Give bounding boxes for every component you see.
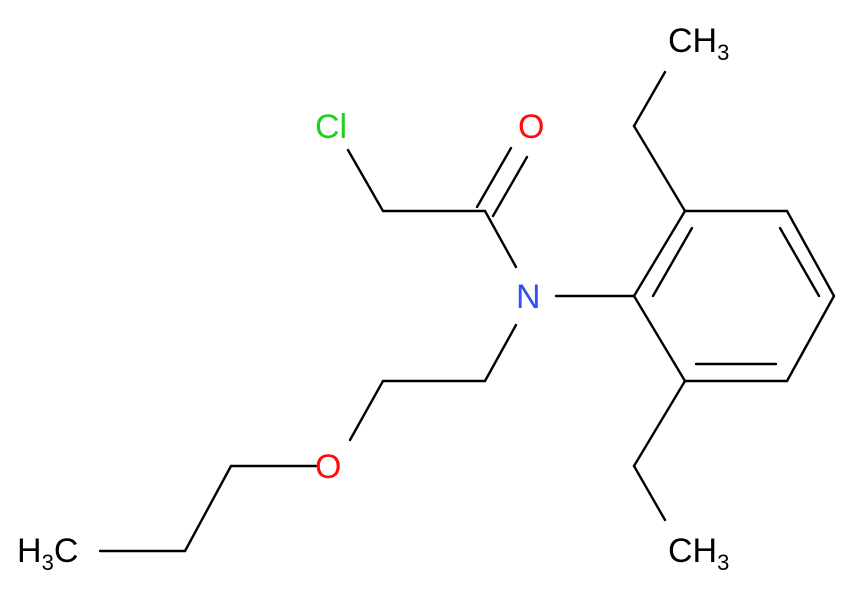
- bond-carbonyl-o-outer: [475, 146, 513, 209]
- bond-ring-3-inner: [778, 226, 821, 298]
- atom-oxygen-carbonyl: O: [518, 108, 544, 146]
- bond-ethyl-bottom-2: [632, 464, 667, 522]
- bond-n-ch2: [483, 323, 518, 383]
- atom-methyl-left: H3C: [17, 532, 78, 575]
- atom-methyl-bottom: CH3: [668, 532, 729, 575]
- bond-carbonyl-n: [483, 209, 518, 269]
- methyl-bottom-main: CH: [668, 532, 717, 570]
- bond-propyl-1: [183, 464, 233, 553]
- atom-labels: Cl O N O CH3 CH3 H3C: [17, 22, 729, 575]
- methyl-left-h: H: [17, 532, 42, 570]
- bonds: [98, 70, 836, 553]
- methyl-left-c: C: [54, 532, 79, 570]
- atom-nitrogen: N: [516, 278, 541, 316]
- bond-ring-4: [785, 294, 836, 383]
- bond-carbonyl-o-inner: [491, 155, 529, 218]
- bond-ring-3: [785, 209, 836, 298]
- methyl-left-sub: 3: [42, 550, 54, 575]
- bond-ethyl-bottom-1: [632, 379, 687, 468]
- atom-oxygen-ether: O: [315, 448, 341, 486]
- bond-ring-6: [632, 294, 687, 383]
- atom-methyl-top: CH3: [668, 22, 729, 65]
- bond-ring-1-inner: [651, 226, 694, 298]
- bond-ethyl-top-1: [632, 124, 687, 213]
- bond-ethyl-top-2: [632, 70, 667, 128]
- methyl-top-main: CH: [668, 22, 717, 60]
- bond-ring-1: [632, 209, 687, 298]
- atom-chlorine: Cl: [315, 108, 347, 146]
- methyl-top-sub: 3: [717, 40, 729, 65]
- methyl-bottom-sub: 3: [717, 550, 729, 575]
- bond-ch2-o: [348, 379, 385, 442]
- bond-cl-ch2: [346, 148, 385, 213]
